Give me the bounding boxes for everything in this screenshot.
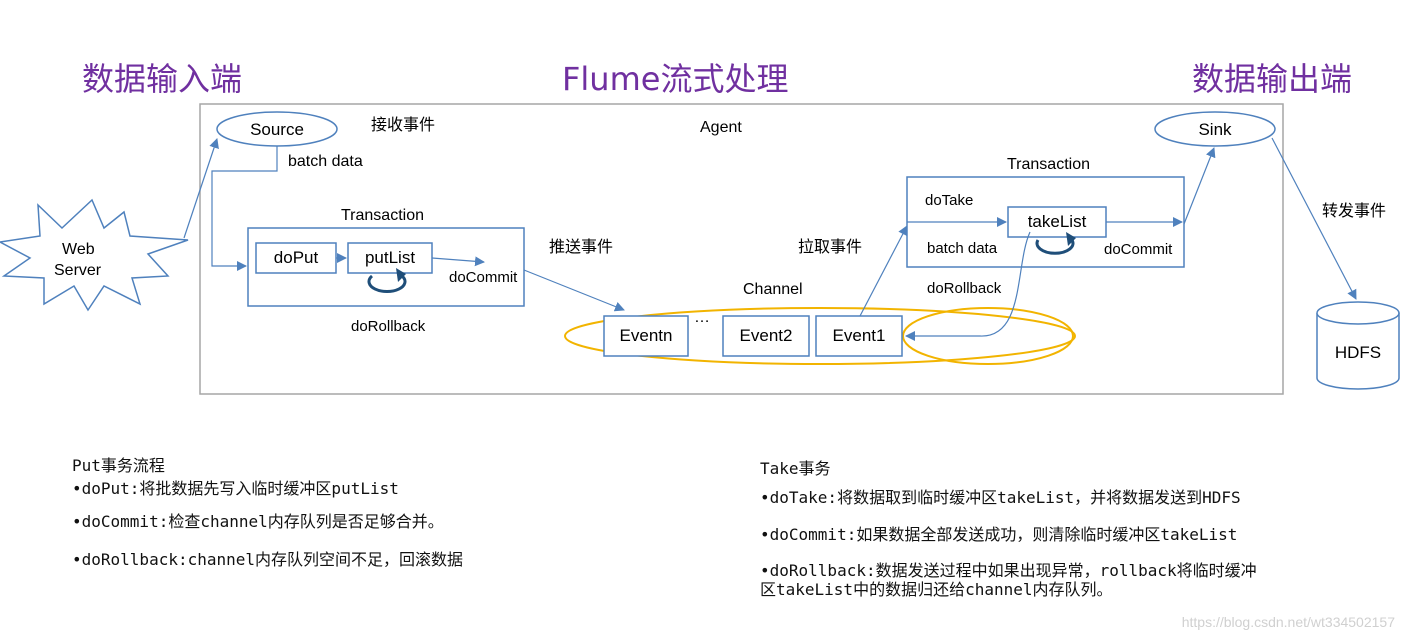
forward-event-label: 转发事件	[1322, 203, 1387, 220]
arrow-transaction-to-sink	[1183, 147, 1216, 225]
doput-label: doPut	[273, 248, 319, 267]
agent-box	[199, 103, 1284, 395]
output-end-heading: 数据输出端	[1192, 60, 1353, 98]
agent-label: Agent	[700, 119, 742, 136]
batch-data-right-label: batch data	[927, 240, 998, 257]
source-label: Source	[250, 120, 304, 139]
arrow-source-to-transaction	[211, 146, 278, 271]
doput-box	[255, 242, 337, 274]
web-server-shape	[0, 198, 189, 312]
putlist-box	[347, 242, 433, 274]
eventn-label: Eventn	[619, 326, 673, 345]
put-notes-title: Put事务流程	[72, 456, 165, 475]
web-server-label-line1: Web	[62, 241, 95, 258]
receive-event-label: 接收事件	[371, 117, 436, 134]
flume-processing-heading: Flume流式处理	[562, 60, 789, 98]
sink-ellipse	[1154, 111, 1276, 147]
event1-box	[815, 315, 903, 357]
channel-ellipse	[564, 307, 1076, 365]
watermark: https://blog.csdn.net/wt334502157	[1181, 614, 1395, 630]
transaction-right-label: Transaction	[1007, 156, 1090, 173]
channel-label: Channel	[743, 281, 803, 298]
push-event-label: 推送事件	[549, 239, 614, 256]
take-notes-title: Take事务	[760, 459, 831, 478]
pull-event-label: 拉取事件	[798, 239, 863, 256]
arrow-transaction-to-channel	[523, 269, 625, 312]
putlist-label: putList	[364, 248, 416, 267]
arrow-putlist-to-commit	[431, 256, 485, 267]
arrow-web-to-source	[183, 138, 219, 239]
dorollback-left-label: doRollback	[351, 318, 426, 335]
batch-data-left-label: batch data	[288, 153, 363, 170]
dorollback-right-label: doRollback	[927, 280, 1002, 297]
web-server-label-line2: Server	[54, 262, 102, 279]
ellipsis-label: …	[694, 309, 710, 326]
docommit-left-label: doCommit	[449, 269, 518, 286]
take-notes-line2: •doCommit:如果数据全部发送成功，则清除临时缓冲区takeList	[760, 525, 1238, 545]
takelist-label: takeList	[1027, 212, 1087, 231]
put-notes-line2: •doCommit:检查channel内存队列是否足够合并。	[72, 512, 444, 532]
arrow-sink-to-hdfs	[1271, 137, 1357, 300]
sink-label: Sink	[1198, 120, 1232, 139]
event1-label: Event1	[832, 326, 886, 345]
take-notes-line3a: •doRollback:数据发送过程中如果出现异常，rollback将临时缓冲	[760, 560, 1257, 580]
arrow-rollback-to-channel	[905, 231, 1031, 341]
dotake-label: doTake	[925, 192, 974, 209]
hdfs-label: HDFS	[1334, 343, 1382, 362]
arrow-event1-to-transaction	[859, 225, 908, 317]
putlist-loop-icon	[367, 268, 407, 294]
channel-head-ellipse	[902, 307, 1074, 365]
docommit-right-label: doCommit	[1104, 241, 1173, 258]
take-notes-line3b: 区takeList中的数据归还给channel内存队列。	[760, 579, 1113, 599]
put-notes-line1: •doPut:将批数据先写入临时缓冲区putList	[72, 479, 399, 499]
put-notes: Put事务流程 •doPut:将批数据先写入临时缓冲区putList •doCo…	[72, 456, 463, 569]
takelist-loop-icon	[1035, 232, 1076, 255]
hdfs-cylinder	[1316, 301, 1400, 390]
put-notes-line3: •doRollback:channel内存队列空间不足，回滚数据	[72, 549, 464, 569]
event2-box	[722, 315, 810, 357]
input-end-heading: 数据输入端	[82, 60, 243, 98]
take-notes-line1: •doTake:将数据取到临时缓冲区takeList，并将数据发送到HDFS	[760, 488, 1241, 508]
eventn-box	[603, 315, 689, 357]
take-notes: Take事务 •doTake:将数据取到临时缓冲区takeList，并将数据发送…	[760, 459, 1257, 599]
transaction-left-label: Transaction	[341, 207, 424, 224]
event2-label: Event2	[739, 326, 793, 345]
